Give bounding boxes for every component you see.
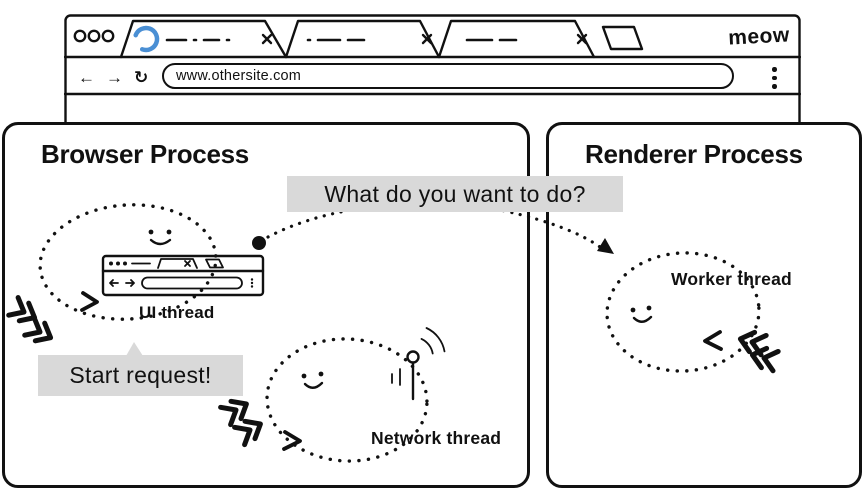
start-request-bubble-text: Start request! — [69, 362, 212, 388]
address-text: www.othersite.com — [176, 68, 302, 84]
ui-thread-label: UI thread — [139, 303, 215, 322]
tab-3[interactable] — [437, 19, 596, 59]
address-bar[interactable]: www.othersite.com — [162, 63, 734, 89]
browser-window: meow ← → ↻ www.othersite.com — [64, 14, 801, 126]
reload-icon[interactable]: ↻ — [134, 68, 149, 87]
network-thread-label: Network thread — [371, 428, 502, 448]
window-frame — [64, 14, 801, 126]
question-bubble: What do you want to do? — [287, 176, 623, 212]
tab-2[interactable] — [284, 19, 441, 59]
browser-logo: meow — [727, 23, 791, 50]
back-icon[interactable]: ← — [78, 68, 95, 87]
browser-process-title: Browser Process — [41, 139, 249, 169]
loading-spinner-icon — [133, 25, 160, 53]
renderer-process-title: Renderer Process — [585, 139, 803, 169]
question-bubble-text: What do you want to do? — [324, 180, 586, 207]
tab-loading[interactable] — [119, 19, 288, 59]
start-request-bubble: Start request! — [38, 342, 243, 396]
forward-icon[interactable]: → — [106, 68, 123, 87]
new-tab-button[interactable] — [601, 25, 644, 51]
browser-chrome-sketch — [64, 14, 801, 126]
close-icon[interactable] — [576, 33, 588, 45]
close-icon[interactable] — [261, 33, 273, 45]
window-controls — [73, 29, 115, 43]
menu-icon[interactable] — [772, 67, 777, 89]
worker-thread-label: Worker thread — [671, 269, 792, 289]
close-icon[interactable] — [421, 33, 433, 45]
